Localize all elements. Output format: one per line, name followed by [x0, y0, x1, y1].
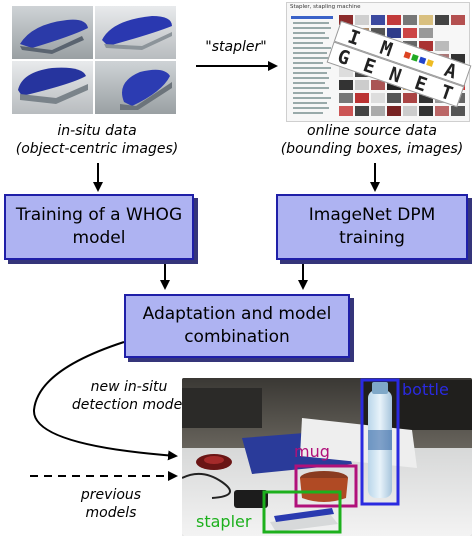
mug-label: mug	[294, 442, 330, 461]
bottle-label: bottle	[402, 380, 449, 399]
previous-models-line2: models	[85, 505, 137, 522]
whog-box-line1: Training of a WHOG	[15, 205, 183, 226]
stapler-label: stapler	[196, 512, 252, 531]
new-model-label: new in-situ detection model	[62, 378, 196, 414]
insitu-caption-line1: in-situ data	[57, 123, 137, 139]
imagenet-page-title: Stapler, stapling machine	[290, 4, 361, 10]
insitu-image-grid	[12, 6, 176, 114]
new-model-line1: new in-situ	[90, 379, 168, 395]
online-caption-line1: online source data	[307, 123, 437, 139]
insitu-caption: in-situ data (object-centric images)	[0, 122, 194, 158]
query-label: "stapler"	[205, 39, 267, 55]
previous-models-label: previous models	[56, 486, 166, 522]
dpm-box-line1: ImageNet DPM	[308, 205, 436, 226]
adapt-box-line1: Adaptation and model	[142, 304, 332, 325]
detection-scene-photo: bottle mug stapler	[182, 378, 472, 536]
insitu-caption-line2: (object-centric images)	[15, 141, 179, 158]
scene-drawing	[182, 378, 472, 536]
insitu-stapler-photos	[12, 6, 176, 114]
whog-box-line2: model	[72, 228, 126, 248]
online-caption: online source data (bounding boxes, imag…	[272, 122, 472, 158]
online-caption-line2: (bounding boxes, images)	[280, 141, 464, 158]
whog-training-box: Training of a WHOG model	[4, 194, 194, 260]
dpm-training-box: ImageNet DPM training	[276, 194, 468, 260]
bottle-detection-box	[360, 378, 400, 506]
dpm-box-line2: training	[339, 228, 405, 248]
arrow-adapt-to-scene	[32, 341, 178, 461]
adapt-box-line2: combination	[184, 327, 290, 347]
mug-detection-box	[294, 464, 358, 508]
previous-models-line1: previous	[80, 487, 142, 503]
new-model-line2: detection model	[71, 397, 187, 414]
adaptation-box: Adaptation and model combination	[124, 294, 350, 358]
stapler-detection-box	[262, 490, 342, 534]
